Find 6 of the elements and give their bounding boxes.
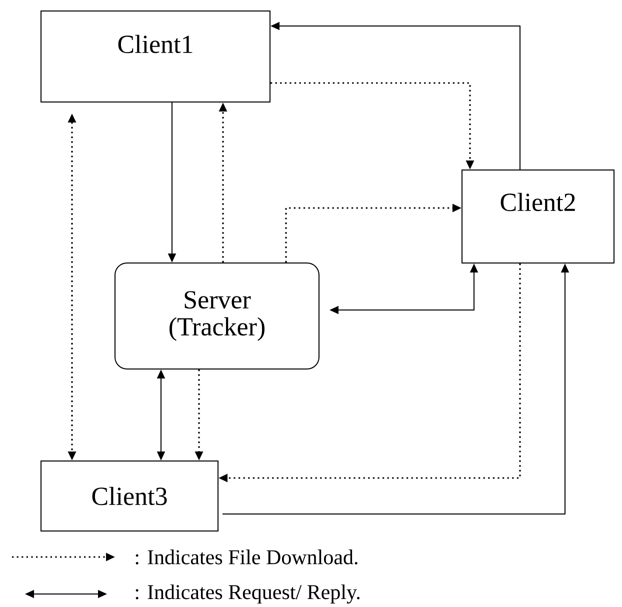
client-box: Client3 bbox=[40, 460, 218, 532]
server-box: Server (Tracker) bbox=[114, 262, 320, 370]
legend-text: : Indicates Request/ Reply. bbox=[136, 584, 360, 604]
client-box: Client1 bbox=[40, 10, 270, 102]
client-box: Client2 bbox=[462, 170, 614, 264]
legend-text: : Indicates File Download. bbox=[136, 550, 358, 564]
